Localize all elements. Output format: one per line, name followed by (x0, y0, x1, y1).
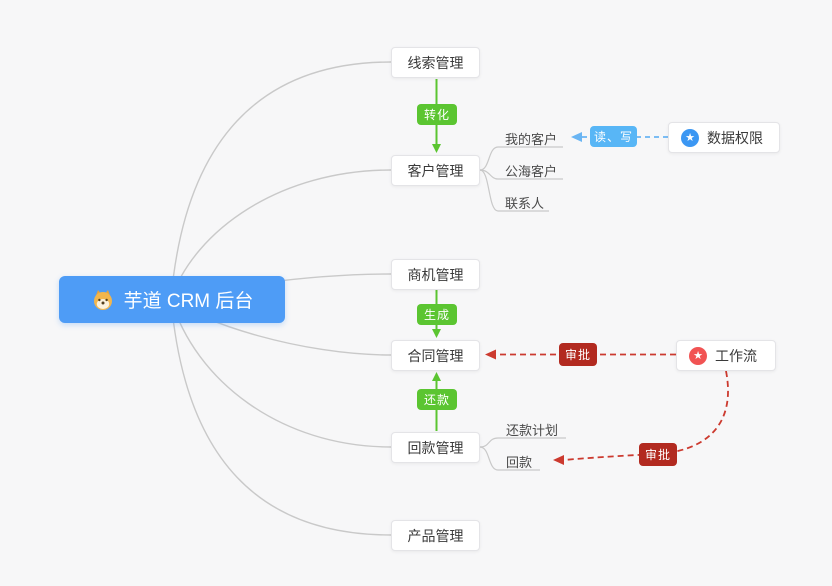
sub-label-my-customers: 我的客户 (505, 132, 558, 147)
badge-repay: 还款 (417, 389, 457, 410)
root-node-crm-backend: 芋道 CRM 后台 (59, 276, 285, 323)
node-data-permission: ★ 数据权限 (668, 122, 780, 153)
star-circle-icon: ★ (681, 128, 699, 147)
customers-child-branches (479, 146, 563, 212)
node-customer-management: 客户管理 (391, 155, 480, 186)
arrowhead-left-icon (485, 349, 496, 360)
star-circle-icon: ★ (689, 346, 707, 365)
arrowhead-left-icon (571, 132, 582, 142)
arrowhead-down-icon (432, 144, 441, 153)
node-opportunity-management: 商机管理 (391, 259, 480, 290)
node-label: 工作流 (715, 347, 757, 364)
node-label: 数据权限 (707, 129, 763, 146)
arrowhead-down-icon (432, 329, 441, 338)
badge-convert: 转化 (417, 104, 457, 125)
node-label: 回款管理 (407, 439, 464, 456)
node-workflow: ★ 工作流 (676, 340, 776, 371)
node-contract-management: 合同管理 (391, 340, 480, 371)
node-lead-management: 线索管理 (391, 47, 480, 78)
sub-label-payment: 回款 (506, 455, 533, 470)
node-label: 线索管理 (407, 54, 464, 71)
badge-approve-contract: 审批 (559, 343, 597, 366)
receivables-child-branches (479, 437, 566, 471)
edge-root-products (170, 298, 392, 536)
edge-root-receivables (170, 298, 392, 448)
sub-label-public-customers: 公海客户 (505, 164, 558, 179)
root-node-label: 芋道 CRM 后台 (123, 291, 254, 312)
node-label: 商机管理 (407, 266, 464, 283)
node-label: 客户管理 (407, 162, 464, 179)
green-flow-arrows (432, 79, 441, 431)
sub-label-contacts: 联系人 (505, 196, 545, 211)
sub-label-repayment-plan: 还款计划 (506, 423, 559, 438)
arrowhead-left-icon (553, 455, 564, 465)
shiba-dog-icon (91, 289, 115, 311)
node-receivable-management: 回款管理 (391, 432, 480, 463)
badge-approve-payment: 审批 (639, 443, 677, 466)
edge-root-leads (170, 61, 392, 300)
data-permission-arrow (571, 132, 668, 142)
arrowhead-up-icon (432, 372, 441, 381)
edge-root-customers (170, 169, 392, 300)
node-label: 产品管理 (407, 527, 464, 544)
node-label: 合同管理 (407, 347, 464, 364)
node-product-management: 产品管理 (391, 520, 480, 551)
badge-generate: 生成 (417, 304, 457, 325)
badge-read-write: 读、写 (590, 126, 637, 147)
